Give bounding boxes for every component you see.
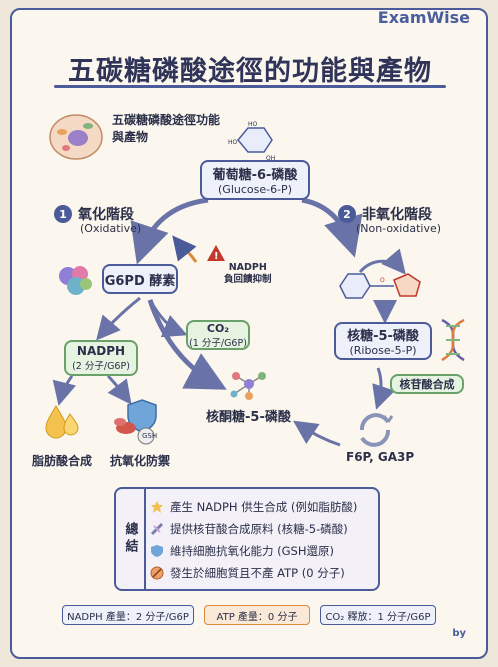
summary-item-3-text: 維持細胞抗氧化能力 (GSH還原) [170, 544, 334, 558]
arrow-cycle-to-ribulose [293, 420, 341, 447]
svg-text:O: O [380, 277, 385, 284]
summary-item-3: 維持細胞抗氧化能力 (GSH還原) [150, 543, 334, 559]
inhibition-line2: 負回饋抑制 [224, 274, 272, 285]
pill-co2: CO₂ 釋放：1 分子/G6P [320, 605, 436, 625]
svg-text:HO: HO [248, 121, 258, 128]
brand-logo: ExamWise [377, 8, 470, 27]
fatty-acid-label: 脂肪酸合成 [32, 454, 93, 468]
dna-icon [441, 318, 465, 362]
nadph-name: NADPH [76, 344, 126, 358]
summary-item-4-text: 發生於細胞質且不產 ATP (0 分子) [170, 566, 345, 580]
summary-tag: 總結 [116, 489, 146, 589]
svg-text:HO: HO [228, 139, 238, 146]
gsh-label: GSH [142, 432, 158, 440]
nadph-qty: (2 分子/G6P) [72, 361, 130, 372]
title-underline [54, 85, 446, 88]
shield-small-icon [150, 544, 164, 558]
arrow-start-to-nonoxidative [301, 197, 363, 258]
ribulose-label: 核酮糖-5-磷酸 [206, 410, 291, 425]
ribose-code: (Ribose-5-P) [349, 344, 417, 357]
arrow-feedback [172, 235, 198, 263]
summary-item-4: 發生於細胞質且不產 ATP (0 分子) [150, 565, 345, 581]
title-banner: 五碳糖磷酸途徑的功能與產物 [48, 46, 452, 90]
cycle-icon [360, 413, 394, 447]
co2-qty: (1 分子/G6P) [189, 337, 247, 349]
cell-icon [49, 114, 103, 160]
protein-icon [59, 266, 92, 295]
start-node-code: (Glucose-6-P) [218, 183, 292, 196]
summary-item-2-text: 提供核苷酸合成原料 (核糖-5-磷酸) [170, 522, 348, 536]
oxidative-en: (Oxidative) [80, 222, 142, 235]
nonoxidative-number: 2 [338, 205, 356, 223]
pill-atp: ATP 產量：0 分子 [204, 605, 310, 625]
warning-icon: ! [207, 245, 225, 262]
antioxidant-label: 抗氧化防禦 [110, 454, 171, 468]
no-atp-icon [150, 566, 164, 580]
oxidative-number: 1 [54, 205, 72, 223]
summary-item-1: 產生 NADPH 供生合成 (例如脂肪酸) [150, 499, 357, 515]
summary-item-1-text: 產生 NADPH 供生合成 (例如脂肪酸) [170, 500, 358, 514]
cell-caption: 五碳糖磷酸途徑功能與產物 [112, 113, 221, 144]
oxidative-name: 氧化階段 [78, 207, 134, 223]
arrow-ribose-ring-cycle [358, 248, 406, 275]
nucleotide-node: 核苷酸合成 [390, 374, 464, 394]
arrow-ribose-to-cycle [372, 367, 396, 410]
nonoxidative-en: (Non-oxidative) [356, 222, 442, 235]
pill-nadph: NADPH 產量：2 分子/G6P [62, 605, 194, 625]
arrow-enzyme-to-ribulose [147, 299, 227, 390]
start-node: 葡萄糖-6-磷酸 (Glucose-6-P) [200, 160, 310, 200]
dna-small-icon [150, 522, 164, 536]
ribose-node: 核糖-5-磷酸 (Ribose-5-P) [334, 322, 432, 360]
byline: by [452, 628, 466, 639]
summary-item-2: 提供核苷酸合成原料 (核糖-5-磷酸) [150, 521, 348, 537]
enzyme-label: G6PD 酵素 [104, 273, 176, 289]
summary-panel: 總結 產生 NADPH 供生合成 (例如脂肪酸) 提供核苷酸合成原料 (核糖-5… [114, 487, 380, 591]
oil-drop-icon [45, 405, 79, 439]
oxidative-stage-label: 1 氧化階段 [54, 204, 134, 224]
co2-node: CO₂ (1 分子/G6P) [186, 320, 250, 350]
page-title: 五碳糖磷酸途徑的功能與產物 [68, 55, 432, 87]
ribose-name: 核糖-5-磷酸 [347, 329, 419, 344]
start-node-name: 葡萄糖-6-磷酸 [212, 168, 298, 183]
arrow-nadph-to-antioxidant [106, 374, 132, 405]
nucleotide-label: 核苷酸合成 [399, 378, 455, 391]
glucose-ring-icon: HO HO OH [228, 121, 275, 162]
arrow-enzyme-to-nadph [96, 296, 141, 341]
svg-text:!: ! [214, 251, 219, 262]
nonoxidative-stage-label: 2 非氧化階段 [338, 204, 432, 224]
arrow-nadph-to-fattyacid [52, 375, 77, 406]
molecule-icon [230, 372, 266, 400]
star-icon [150, 500, 164, 514]
inhibition-note: NADPH 負回饋抑制 [224, 262, 272, 286]
summary-tag-text: 總結 [122, 522, 138, 556]
svg-text:OH: OH [266, 155, 275, 162]
arrow-start-to-oxidative [130, 197, 209, 265]
inhibition-line1: NADPH [228, 262, 267, 273]
enzyme-node: G6PD 酵素 [102, 264, 178, 294]
co2-name: CO₂ [206, 321, 230, 335]
nadph-node: NADPH (2 分子/G6P) [64, 340, 138, 376]
glycolysis-products: F6P, GA3P [346, 450, 415, 464]
nonoxidative-name: 非氧化階段 [362, 207, 432, 223]
shield-icon [114, 399, 157, 445]
ribose-ring-icon: O [339, 273, 421, 299]
